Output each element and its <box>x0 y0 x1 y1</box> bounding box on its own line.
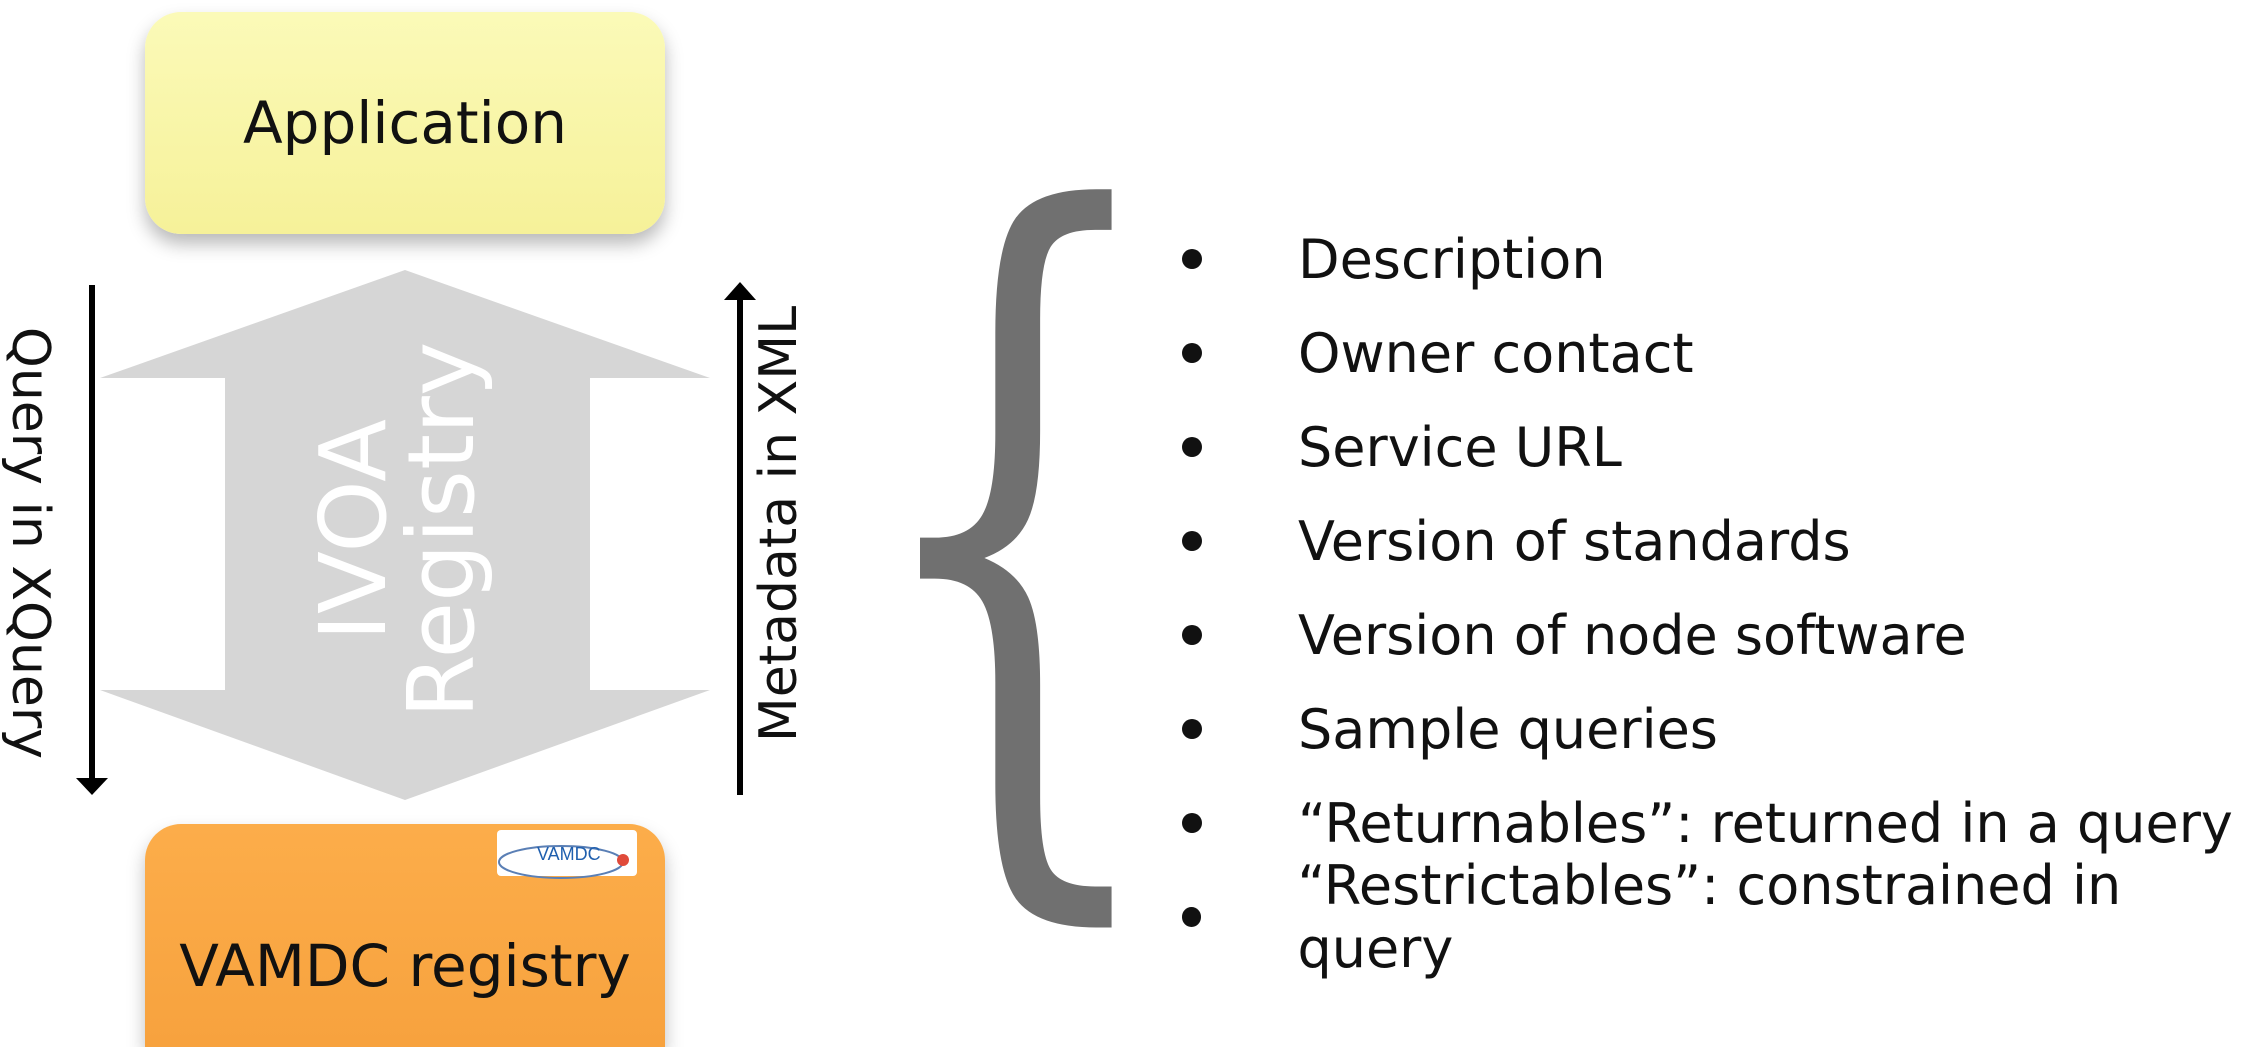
ivoa-registry-label: IVOA Registry <box>300 341 495 719</box>
feature-item: Version of node software <box>1182 588 2266 682</box>
feature-text: “Restrictables”: constrained in query <box>1297 854 2122 980</box>
vamdc-registry-box: VAMDC VAMDC registry <box>145 824 665 1047</box>
feature-item: Sample queries <box>1182 682 2266 776</box>
bullet-icon <box>1182 531 1202 551</box>
bullet-icon <box>1182 719 1202 739</box>
application-label: Application <box>242 89 568 157</box>
feature-text: Version of node software <box>1298 603 1967 667</box>
feature-item: Description <box>1182 212 2266 306</box>
feature-item: “Returnables”: returned in a query <box>1182 776 2266 870</box>
feature-item: Version of standards <box>1182 494 2266 588</box>
feature-item: “Restrictables”: constrained in query <box>1182 854 2266 980</box>
feature-text: Version of standards <box>1298 509 1851 573</box>
vamdc-logo-text: VAMDC <box>537 844 601 864</box>
query-arrowhead <box>76 778 108 795</box>
bullet-icon <box>1182 437 1202 457</box>
feature-text: “Returnables”: returned in a query <box>1298 791 2233 855</box>
curly-brace: { <box>858 54 1174 986</box>
feature-text: Owner contact <box>1298 321 1694 385</box>
bullet-icon <box>1182 343 1202 363</box>
feature-item: Service URL <box>1182 400 2266 494</box>
feature-text: Sample queries <box>1298 697 1718 761</box>
vamdc-logo-graphic: VAMDC <box>498 844 629 879</box>
ivoa-label-line2: Registry <box>388 341 495 719</box>
bullet-icon <box>1182 625 1202 645</box>
bidirectional-arrow <box>100 270 710 800</box>
bullet-icon <box>1182 907 1202 927</box>
metadata-arrowhead <box>724 282 756 300</box>
ivoa-label-line1: IVOA <box>300 418 407 642</box>
metadata-label: Metadata in XML <box>749 305 809 743</box>
application-box: Application <box>145 12 665 234</box>
vamdc-logo: VAMDC <box>497 830 637 879</box>
vamdc-registry-label: VAMDC registry <box>179 931 631 1000</box>
bullet-icon <box>1182 249 1202 269</box>
query-label: Query in XQuery <box>0 326 60 760</box>
bullet-icon <box>1182 813 1202 833</box>
feature-item: Owner contact <box>1182 306 2266 400</box>
feature-text: Description <box>1298 227 1606 291</box>
feature-text: Service URL <box>1298 415 1622 479</box>
